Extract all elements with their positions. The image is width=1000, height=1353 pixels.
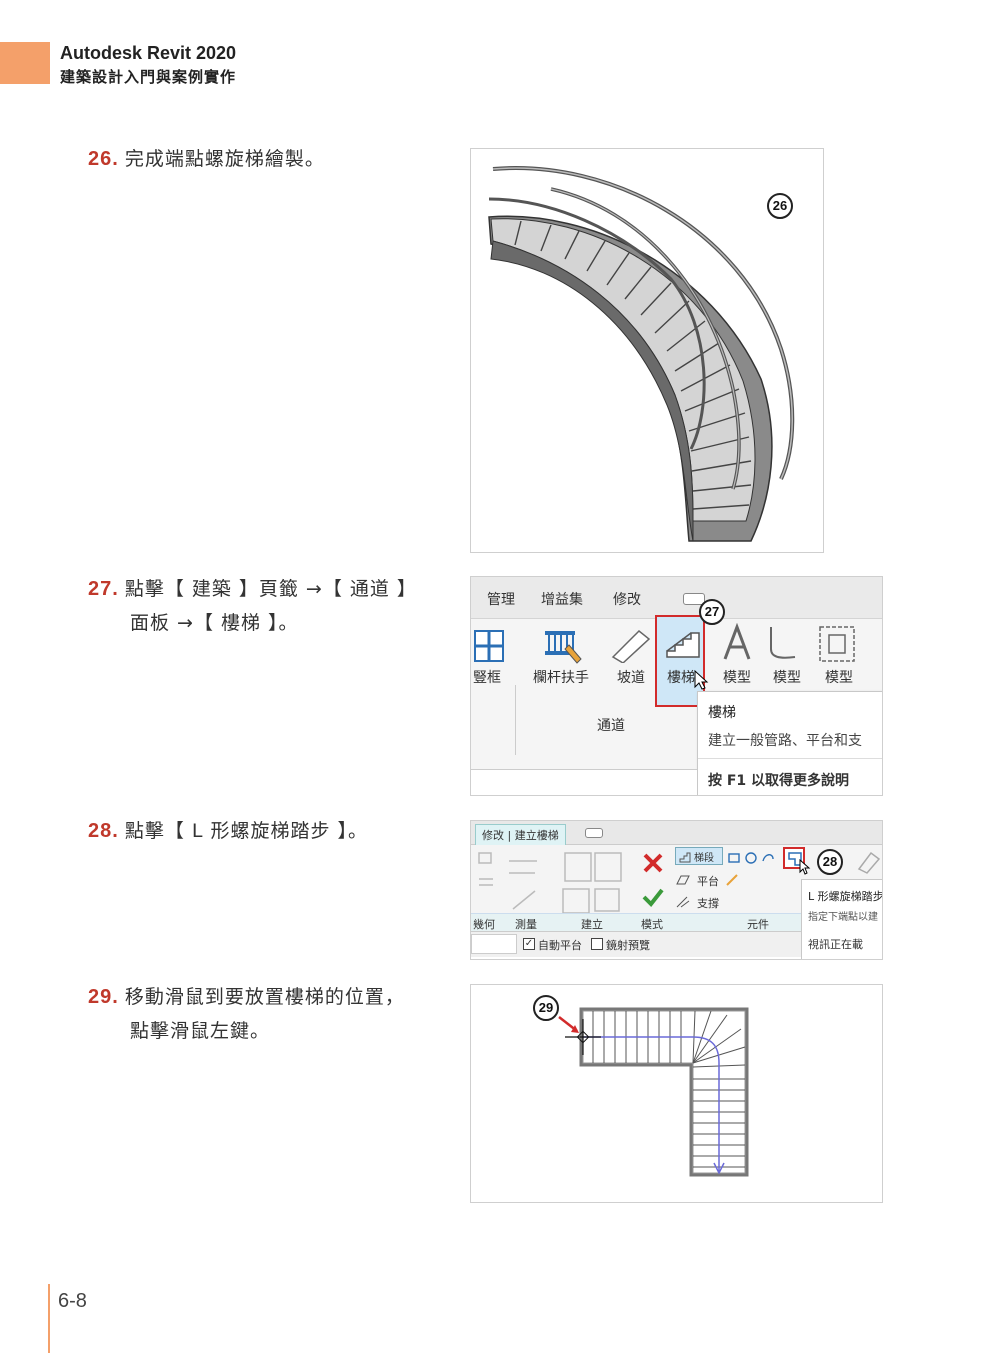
stair-button[interactable] — [655, 615, 705, 707]
mullion-label[interactable]: 豎框 — [473, 670, 501, 686]
ribbon-tab-bar: 修改 | 建立樓梯 — [471, 821, 882, 845]
figure-spiral-stair: 26 — [470, 148, 824, 553]
mirror-preview-checkbox[interactable] — [591, 938, 603, 950]
l-shape-winder-icon — [788, 852, 802, 866]
l-shape-winder-tooltip: L 形螺旋梯踏步 指定下端點以建 視訊正在載 — [801, 879, 883, 959]
tab-modify-create-stair[interactable]: 修改 | 建立樓梯 — [475, 824, 566, 845]
tab-manage[interactable]: 管理 — [487, 592, 515, 608]
support-icon — [676, 896, 690, 908]
pencil-icon — [726, 874, 738, 886]
model-line-icon — [770, 627, 796, 659]
step-number: 28. — [88, 820, 119, 842]
step-27: 27.點擊【 建築 】頁籤 →【 通道 】 面板 →【 樓梯 】。 — [88, 572, 448, 640]
finish-edit-icon[interactable] — [641, 885, 665, 909]
ramp-label[interactable]: 坡道 — [617, 670, 645, 686]
cancel-edit-icon[interactable] — [641, 851, 665, 875]
auto-landing-label: 自動平台 — [538, 939, 582, 952]
step-28: 28.點擊【 L 形螺旋梯踏步 】。 — [88, 814, 448, 848]
tooltip-description: 指定下端點以建 — [808, 912, 878, 923]
run-tool[interactable]: 梯段 — [675, 847, 723, 865]
stair-tooltip: 樓梯 建立一般管路、平台和支 按 F1 以取得更多說明 — [697, 691, 882, 795]
model-text-icon — [723, 623, 751, 660]
figure-create-stair-ribbon: 修改 | 建立樓梯 梯段 — [470, 820, 883, 960]
ribbon-tab-bar: 管理 增益集 修改 — [471, 577, 882, 619]
step-29: 29.移動滑鼠到要放置樓梯的位置， 點擊滑鼠左鍵。 — [88, 980, 448, 1048]
model-group-label[interactable]: 模型 — [825, 670, 853, 686]
figure-l-stair-plan: 29 — [470, 984, 883, 1203]
step-text-line1: 點擊【 建築 】頁籤 →【 通道 】 — [124, 578, 417, 600]
step-text: 完成端點螺旋梯繪製。 — [124, 148, 325, 170]
tooltip-footer: 視訊正在載 — [808, 938, 863, 951]
panel-geometry: 幾何 — [473, 918, 495, 931]
panel-measure: 測量 — [515, 918, 537, 931]
model-text-label[interactable]: 模型 — [723, 670, 751, 686]
ribbon-minimize-icon[interactable] — [585, 828, 603, 838]
book-title: Autodesk Revit 2020 — [60, 43, 237, 63]
step-number: 29. — [88, 986, 119, 1008]
tab-modify[interactable]: 修改 — [613, 592, 641, 608]
ramp-icon — [611, 629, 651, 663]
level-dropdown[interactable] — [471, 934, 517, 954]
mouse-cursor-icon — [799, 859, 811, 875]
footer-accent-line — [48, 1284, 50, 1353]
step-badge-26: 26 — [767, 193, 793, 219]
options-bar — [471, 769, 697, 795]
landing-icon — [676, 875, 690, 885]
step-badge-28: 28 — [817, 849, 843, 875]
edit-icon — [857, 851, 881, 874]
railing-label[interactable]: 欄杆扶手 — [533, 670, 589, 686]
panel-label-strip: 幾何 測量 建立 模式 元件 — [471, 913, 882, 931]
tooltip-description: 建立一般管路、平台和支 — [708, 733, 862, 749]
support-tool-label[interactable]: 支撐 — [697, 897, 719, 910]
step-text-line2: 點擊滑鼠左鍵。 — [130, 1020, 271, 1042]
step-badge-29: 29 — [533, 995, 559, 1021]
mirror-preview-label: 鏡射預覽 — [606, 939, 650, 952]
stair-icon — [666, 632, 700, 658]
tooltip-title: L 形螺旋梯踏步 — [808, 890, 883, 903]
page-number: 6-8 — [58, 1290, 87, 1312]
ribbon-minimize-icon[interactable] — [683, 593, 705, 605]
geometry-tools-icons — [478, 852, 622, 914]
tab-addins[interactable]: 增益集 — [541, 592, 583, 608]
l-stair-plan-drawing — [558, 1007, 749, 1177]
run-icon — [679, 852, 691, 863]
tooltip-help: 按 F1 以取得更多說明 — [708, 773, 850, 789]
step-text-line2: 面板 →【 樓梯 】。 — [130, 612, 299, 634]
panel-components: 元件 — [747, 918, 769, 931]
landing-tool-label[interactable]: 平台 — [697, 875, 719, 888]
chapter-color-block — [0, 42, 50, 84]
stair-component-icons — [728, 852, 774, 864]
mouse-cursor-icon — [694, 669, 709, 690]
step-number: 27. — [88, 578, 119, 600]
step-text-line1: 移動滑鼠到要放置樓梯的位置， — [124, 986, 405, 1008]
tooltip-title: 樓梯 — [708, 705, 736, 721]
step-26: 26.完成端點螺旋梯繪製。 — [88, 142, 448, 176]
panel-draw: 建立 — [581, 918, 603, 931]
tooltip-divider — [698, 758, 882, 759]
mullion-icon — [474, 630, 504, 662]
spiral-stair-illustration — [488, 166, 795, 542]
book-subtitle: 建築設計入門與案例實作 — [60, 68, 237, 86]
figure-ribbon-stairs: 管理 增益集 修改 — [470, 576, 883, 796]
panel-mode: 模式 — [641, 918, 663, 931]
railing-icon — [545, 631, 582, 664]
circulation-panel-label: 通道 — [597, 718, 625, 734]
step-text: 點擊【 L 形螺旋梯踏步 】。 — [124, 820, 369, 842]
model-line-label[interactable]: 模型 — [773, 670, 801, 686]
model-group-icon — [819, 626, 855, 662]
run-tool-label: 梯段 — [694, 853, 714, 864]
step-badge-27: 27 — [699, 599, 725, 625]
stair-label[interactable]: 樓梯 — [667, 670, 695, 686]
auto-landing-checkbox[interactable]: ✓ — [523, 938, 535, 950]
step-number: 26. — [88, 148, 119, 170]
panel-divider — [515, 685, 516, 755]
